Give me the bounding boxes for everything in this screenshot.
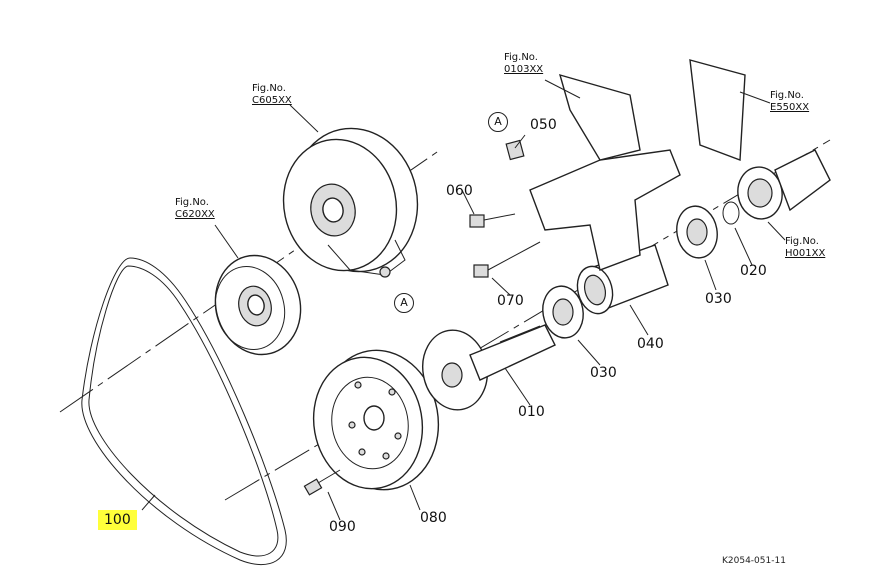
drawing-reference-code: K2054-051-11: [722, 556, 786, 566]
axis-lines: [59, 139, 831, 501]
fig-prefix: Fig.No.: [252, 83, 286, 94]
bearing-030-lower: [542, 285, 584, 339]
marker-a-bottom: A: [394, 293, 414, 313]
part-number-030-lower: 030: [590, 365, 617, 381]
bearing-housing: [576, 244, 669, 315]
part-number-040: 040: [637, 336, 664, 352]
fig-number: C620XX: [175, 209, 215, 220]
fig-label-e550: Fig.No. E550XX: [770, 90, 809, 114]
fig-number: 0103XX: [504, 64, 544, 75]
part-number-060: 060: [446, 183, 473, 199]
fig-prefix: Fig.No.: [770, 90, 804, 101]
part-number-010: 010: [518, 404, 545, 420]
bolt-060: [469, 213, 516, 228]
fig-label-c605: Fig.No. C605XX: [252, 83, 292, 107]
fig-number: H001XX: [785, 248, 826, 259]
circlip-020: [722, 201, 740, 225]
part-number-020: 020: [740, 263, 767, 279]
bolt-090: [303, 469, 341, 496]
leader-lines: [141, 79, 786, 521]
universal-joint: [737, 149, 831, 220]
part-number-050: 050: [530, 117, 557, 133]
mounting-bracket: [529, 59, 746, 271]
fig-prefix: Fig.No.: [504, 52, 538, 63]
marker-a-top: A: [488, 112, 508, 132]
fig-label-c620: Fig.No. C620XX: [175, 197, 215, 221]
fig-prefix: Fig.No.: [175, 197, 209, 208]
nut-050: [505, 139, 525, 161]
small-pulley: [214, 254, 302, 356]
fig-number: C605XX: [252, 95, 292, 106]
large-pulley: [312, 349, 440, 491]
part-number-070: 070: [497, 293, 524, 309]
fig-number: E550XX: [770, 102, 810, 113]
clutch-assembly: [282, 127, 419, 278]
part-number-080: 080: [420, 510, 447, 526]
part-number-090: 090: [329, 519, 356, 535]
fig-prefix: Fig.No.: [785, 236, 819, 247]
bolt-070: [473, 241, 541, 278]
v-belt: [81, 257, 287, 565]
bearing-030-upper: [676, 205, 718, 259]
shaft-flange: [422, 324, 556, 411]
fig-label-h001: Fig.No. H001XX: [785, 236, 825, 260]
part-number-030-upper: 030: [705, 291, 732, 307]
fig-label-0103: Fig.No. 0103XX: [504, 52, 543, 76]
part-number-100: 100: [98, 510, 137, 530]
